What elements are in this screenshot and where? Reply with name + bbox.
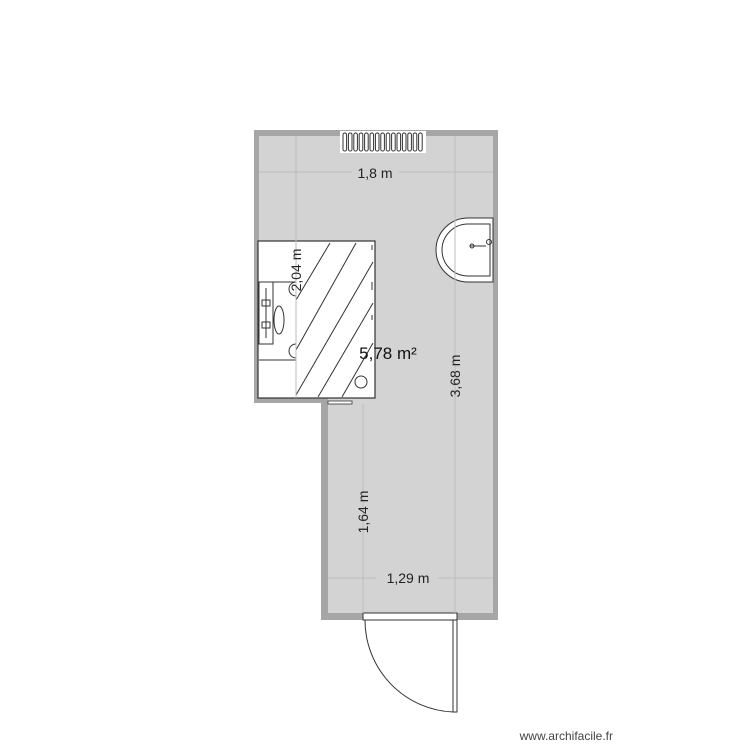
door-icon[interactable] [362, 612, 458, 713]
shower-hatch [295, 242, 374, 398]
room-area-label: 5,78 m² [359, 344, 417, 363]
lower-width-dimension: 1,29 m [387, 570, 430, 586]
radiator-icon[interactable] [340, 131, 426, 153]
total-height-dimension: 3,68 m [447, 355, 463, 398]
lower-height-dimension: 1,64 m [355, 491, 371, 534]
shower-height-dimension: 2,04 m [288, 249, 304, 292]
credit-text: www.archifacile.fr [519, 729, 613, 743]
threshold [327, 400, 353, 405]
toilet-cabinet-icon[interactable] [258, 281, 297, 359]
washbasin-icon[interactable] [435, 217, 494, 283]
shower-drain-icon [354, 375, 368, 389]
top-width-dimension: 1,8 m [357, 165, 392, 181]
